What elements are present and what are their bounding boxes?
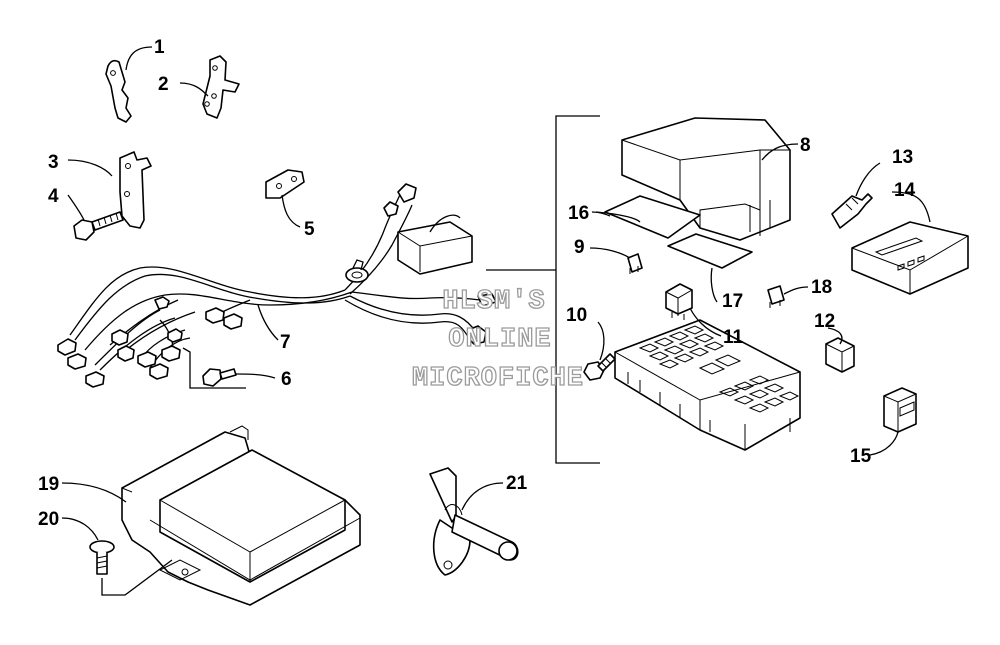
callout-16[interactable]: 16 [568,203,589,224]
callout-15[interactable]: 15 [850,446,872,467]
leader-lines [61,46,931,541]
callout-1[interactable]: 1 [154,37,165,58]
part-13-fuse-puller[interactable] [831,193,873,229]
callout-13[interactable]: 13 [892,147,913,168]
callout-17[interactable]: 17 [722,291,743,312]
part-15-connector[interactable] [883,387,917,433]
callout-5[interactable]: 5 [304,219,315,240]
part-14-label-card[interactable] [851,221,969,295]
part-19-control-module[interactable] [121,425,361,606]
fuse-block-bracket [486,115,600,464]
part-11-relay[interactable] [665,283,693,320]
part-16-plate[interactable] [604,195,701,239]
part-5-clamp[interactable] [265,169,305,199]
callout-14[interactable]: 14 [894,180,916,201]
part-12-relay[interactable] [825,337,855,373]
callout-4[interactable]: 4 [48,186,59,207]
part-2-bracket[interactable] [202,55,240,119]
watermark-line-2: ONLINE [448,325,551,355]
part-18-mini-fuse[interactable] [767,285,785,308]
part-1-bracket[interactable] [105,59,132,123]
callout-numbers: 1 2 3 4 5 6 7 8 9 10 11 12 13 14 15 16 1… [38,37,916,530]
part-6-screw[interactable] [202,368,237,387]
callout-6[interactable]: 6 [281,369,292,390]
part-4-bolt[interactable] [73,211,124,241]
part-20-bracket-line [101,559,173,596]
callout-9[interactable]: 9 [574,237,585,258]
part-21-sensor[interactable] [429,467,519,576]
part-9-mini-fuse[interactable] [627,253,643,274]
part-8-fuse-box-cover[interactable] [621,117,791,241]
callout-18[interactable]: 18 [811,277,832,298]
watermark-line-1: HLSM'S [442,287,545,317]
part-7-wiring-harness[interactable] [57,183,497,388]
callout-7[interactable]: 7 [280,332,291,353]
callout-19[interactable]: 19 [38,474,59,495]
callout-20[interactable]: 20 [38,509,59,530]
callout-8[interactable]: 8 [800,135,811,156]
part-6-bracket-line [182,347,246,389]
watermark-line-3: MICROFICHE [412,364,584,394]
callout-21[interactable]: 21 [506,473,528,494]
callout-11[interactable]: 11 [723,327,744,348]
part-20-screw[interactable] [89,540,115,575]
fuse-relay-block[interactable] [614,319,801,451]
callout-12[interactable]: 12 [814,311,835,332]
watermark: HLSM'S ONLINE MICROFICHE [411,286,584,394]
callout-10[interactable]: 10 [566,305,587,326]
part-10-bolt[interactable] [583,353,616,381]
part-17-plate[interactable] [667,233,753,269]
callout-2[interactable]: 2 [158,74,169,95]
callout-3[interactable]: 3 [48,152,59,173]
part-3-bracket[interactable] [119,151,152,229]
